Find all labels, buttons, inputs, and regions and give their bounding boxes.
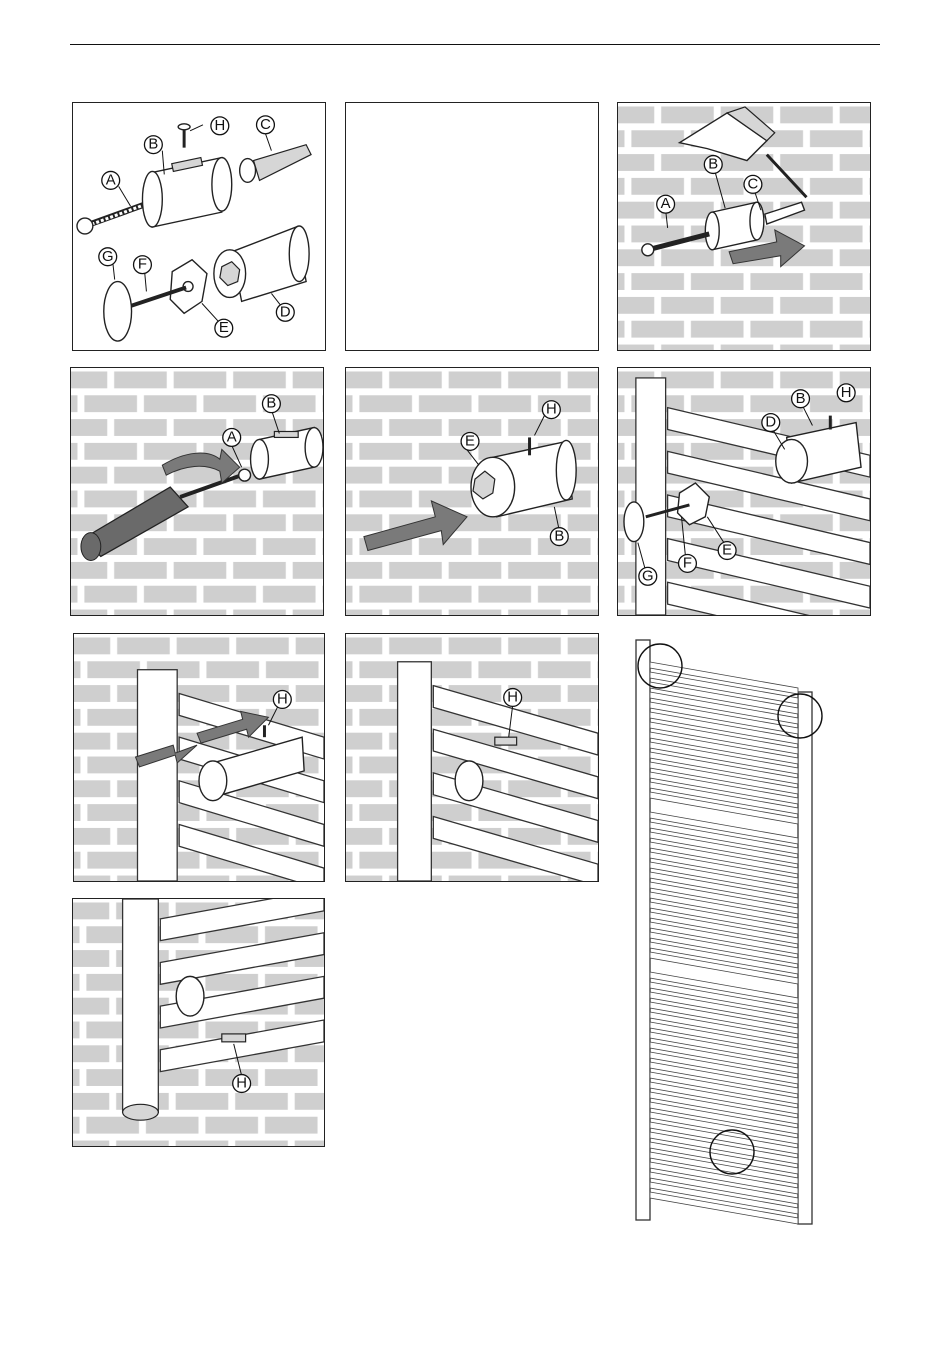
svg-text:E: E [465, 433, 475, 449]
panel-blank [345, 102, 599, 351]
svg-text:C: C [748, 176, 759, 192]
radiator-upright [137, 670, 177, 881]
screwdriver-drawing: A B [71, 368, 323, 615]
svg-text:F: F [138, 257, 147, 273]
panel-screwdriver: A B [70, 367, 324, 616]
screw-a-icon [239, 469, 251, 481]
label-a: A [223, 429, 241, 447]
label-c: C [257, 116, 275, 134]
svg-text:H: H [507, 689, 518, 705]
svg-text:B: B [266, 396, 276, 412]
radiator-upright [123, 899, 159, 1112]
label-h: H [542, 401, 560, 419]
svg-text:D: D [765, 415, 776, 431]
screw-h-icon [495, 737, 517, 745]
svg-text:A: A [106, 172, 116, 188]
label-g: G [99, 248, 117, 266]
label-h: H [837, 384, 855, 402]
svg-text:A: A [227, 429, 237, 445]
label-h: H [504, 689, 522, 707]
radiator-overview [630, 632, 840, 1232]
cap-d-icon [455, 761, 483, 801]
label-f: F [134, 256, 152, 274]
label-a: A [102, 171, 120, 189]
label-b: B [262, 395, 280, 413]
label-c: C [744, 175, 762, 193]
svg-text:E: E [219, 320, 229, 336]
label-h: H [273, 691, 291, 709]
plate-e-icon [471, 457, 515, 517]
hang-radiator-drawing: H [74, 634, 324, 881]
screw-h-icon [178, 124, 190, 148]
label-a: A [657, 195, 675, 213]
label-g: G [639, 567, 657, 585]
svg-text:H: H [214, 118, 225, 134]
radiator-rungs [650, 662, 798, 1224]
label-b: B [704, 156, 722, 174]
svg-text:C: C [260, 117, 271, 133]
svg-text:E: E [722, 543, 732, 559]
label-b: B [792, 390, 810, 408]
svg-text:G: G [642, 568, 654, 584]
cap-d-icon [176, 976, 204, 1016]
label-h: H [233, 1075, 251, 1093]
cover-g-icon [104, 282, 132, 342]
attach-e-drawing: E H B [346, 368, 598, 615]
plug-c-icon [240, 145, 311, 183]
svg-text:D: D [280, 304, 291, 320]
panel-radiator-parts: D B H G F E [617, 367, 871, 616]
svg-text:A: A [661, 196, 671, 212]
valve-nut [123, 1104, 159, 1120]
svg-text:G: G [102, 249, 114, 265]
label-e: E [215, 319, 233, 337]
svg-text:F: F [683, 555, 692, 571]
drill-drawing: A B C [618, 103, 870, 350]
label-h: H [211, 117, 229, 135]
svg-text:H: H [841, 385, 852, 401]
radiator-hung-drawing: H [346, 634, 598, 881]
panel-attach-e: E H B [345, 367, 599, 616]
label-e: E [461, 432, 479, 450]
radiator-right-rail [798, 692, 812, 1224]
plate-e-icon [170, 260, 207, 314]
label-f: F [679, 554, 697, 572]
svg-text:B: B [554, 529, 564, 545]
svg-text:B: B [796, 391, 806, 407]
label-d: D [762, 414, 780, 432]
label-b: B [144, 136, 162, 154]
radiator-upright [398, 662, 432, 881]
cap-d-icon [214, 226, 309, 301]
svg-text:H: H [277, 691, 288, 707]
panel-radiator-hung: H [345, 633, 599, 882]
label-d: D [276, 303, 294, 321]
parts-drawing: A B H C G F E D [73, 103, 325, 350]
svg-text:B: B [708, 157, 718, 173]
label-e: E [718, 542, 736, 560]
radiator-parts-drawing: D B H G F E [618, 368, 870, 615]
panel-bottom-fixing: H [72, 898, 325, 1147]
svg-text:H: H [546, 402, 557, 418]
cover-g-icon [624, 502, 644, 542]
radiator-overview-drawing [630, 632, 840, 1232]
svg-text:H: H [236, 1076, 247, 1092]
header-rule [70, 44, 880, 45]
panel-drill: A B C [617, 102, 871, 351]
panel-hang-radiator: H [73, 633, 325, 882]
svg-text:B: B [148, 137, 158, 153]
screw-h-icon [222, 1034, 246, 1042]
sleeve-b-icon [142, 158, 231, 227]
radiator-left-rail [636, 640, 650, 1220]
label-b: B [550, 528, 568, 546]
panel-parts-overview: A B H C G F E D [72, 102, 326, 351]
bottom-fixing-drawing: H [73, 899, 324, 1146]
